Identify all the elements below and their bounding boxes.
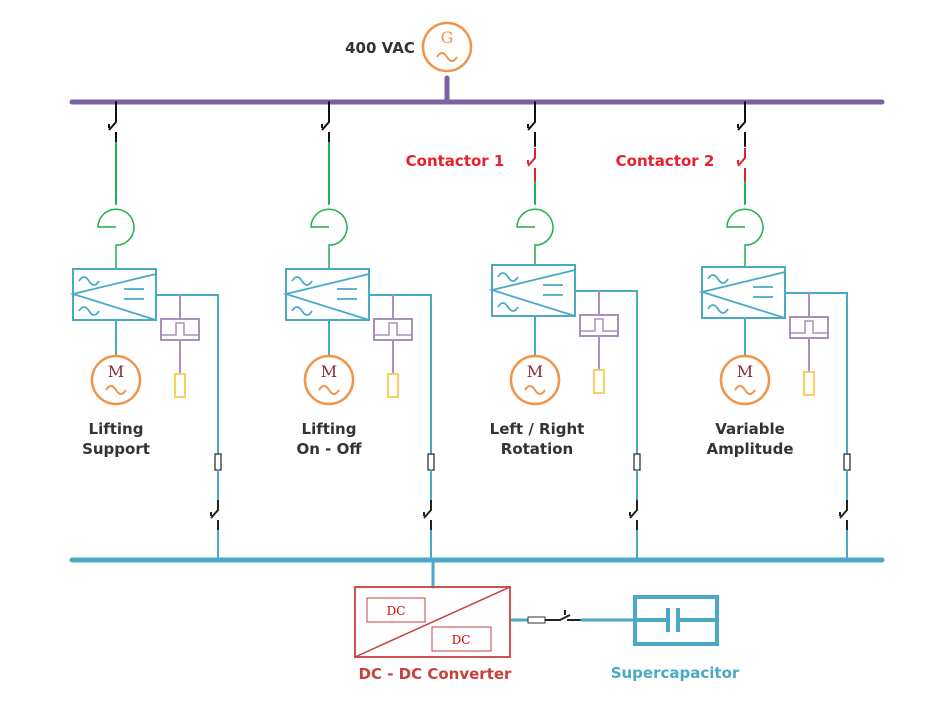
dc-label-b: DC (452, 633, 471, 647)
ac-wave (105, 385, 127, 395)
generator-circle (421, 21, 473, 73)
motor-icon (509, 354, 561, 406)
motor-symbol: M (321, 362, 337, 381)
reactor-icon (516, 208, 554, 265)
brake-resistor-icon (174, 373, 186, 398)
contactor-icon (737, 148, 746, 178)
contactor-2-label: Contactor 2 (615, 152, 715, 170)
pulse-symbol (161, 322, 199, 336)
inverter-symbol (698, 271, 786, 319)
motor-icon (303, 354, 355, 406)
switch-blade (629, 500, 638, 530)
branch-label-variable-amplitude: Variable Amplitude (706, 420, 794, 458)
pulse-symbol (790, 320, 828, 334)
generator-icon: G (421, 21, 473, 73)
storage-switch-icon (545, 610, 582, 621)
dc-box-a (366, 597, 426, 623)
motor-icon (719, 354, 771, 406)
branch-4: M (698, 101, 851, 561)
dc-breaker-icon (423, 500, 432, 530)
branch-label-lifting-support: Lifting Support (82, 420, 150, 458)
brake-chopper-icon (373, 318, 413, 341)
capacitor-symbol (635, 608, 717, 632)
dc-breaker-icon (839, 500, 848, 530)
contactor-1-label: Contactor 1 (405, 152, 505, 170)
motor-symbol: M (737, 362, 753, 381)
reactor-icon (726, 208, 764, 267)
dc-label-a: DC (387, 604, 406, 618)
dc-link-line (785, 292, 848, 454)
brake-resistor-icon (387, 373, 399, 398)
brake-resistor-icon (803, 371, 815, 396)
feeder-breaker-icon (527, 112, 536, 142)
branch-2: M (282, 101, 435, 561)
fuse-icon (427, 453, 435, 471)
pulse-symbol (374, 322, 412, 336)
switch-blade (527, 112, 536, 142)
dc-link-line (369, 294, 432, 454)
pulse-symbol (580, 318, 618, 332)
dc-box-b (431, 626, 492, 652)
switch-blade (737, 112, 746, 142)
brake-chopper-icon (789, 316, 829, 339)
fuse-icon (214, 453, 222, 471)
motor-icon (90, 354, 142, 406)
dc-link-line (156, 294, 219, 454)
brake-chopper-icon (579, 314, 619, 337)
motor-symbol: M (527, 362, 543, 381)
ac-wave (318, 385, 340, 395)
ac-wave (436, 52, 458, 62)
motor-symbol: M (108, 362, 124, 381)
feeder-breaker-icon (108, 112, 117, 142)
brake-resistor-icon (593, 369, 605, 394)
feeder-breaker-icon (737, 112, 746, 142)
dc-link-line (575, 290, 638, 454)
branch-label-rotation: Left / Right Rotation (489, 420, 585, 458)
ac-wave (734, 385, 756, 395)
dc-breaker-icon (629, 500, 638, 530)
branch-1: M (69, 101, 222, 561)
switch-blade (321, 112, 330, 142)
reactor-icon (97, 208, 135, 269)
brake-chopper-icon (160, 318, 200, 341)
converter-box (354, 586, 511, 658)
storage-fuse-icon (527, 616, 546, 624)
ac-wave (524, 385, 546, 395)
fuse-icon (633, 453, 641, 471)
switch-blade (839, 500, 848, 530)
switch-blade (108, 112, 117, 142)
dc-dc-converter-icon: DC DC (354, 558, 530, 658)
generator-voltage-label: 400 VAC (345, 39, 415, 57)
reactor-icon (310, 208, 348, 269)
branch-3: M (488, 101, 641, 561)
inverter-symbol (69, 273, 157, 321)
contactor-icon (527, 148, 536, 178)
dc-breaker-icon (210, 500, 219, 530)
feeder-breaker-icon (321, 112, 330, 142)
switch-blade (423, 500, 432, 530)
fuse-icon (843, 453, 851, 471)
supercapacitor-icon (633, 595, 719, 646)
converter-label: DC - DC Converter (358, 665, 512, 683)
generator-symbol: G (441, 28, 454, 47)
switch-blade (737, 148, 746, 178)
converter-diagonal (354, 586, 511, 658)
supercapacitor-label: Supercapacitor (610, 664, 740, 682)
switch-blade (527, 148, 536, 178)
branch-label-lifting-on-off: Lifting On - Off (296, 420, 362, 458)
switch-blade (210, 500, 219, 530)
inverter-symbol (488, 269, 576, 317)
inverter-symbol (282, 273, 370, 321)
